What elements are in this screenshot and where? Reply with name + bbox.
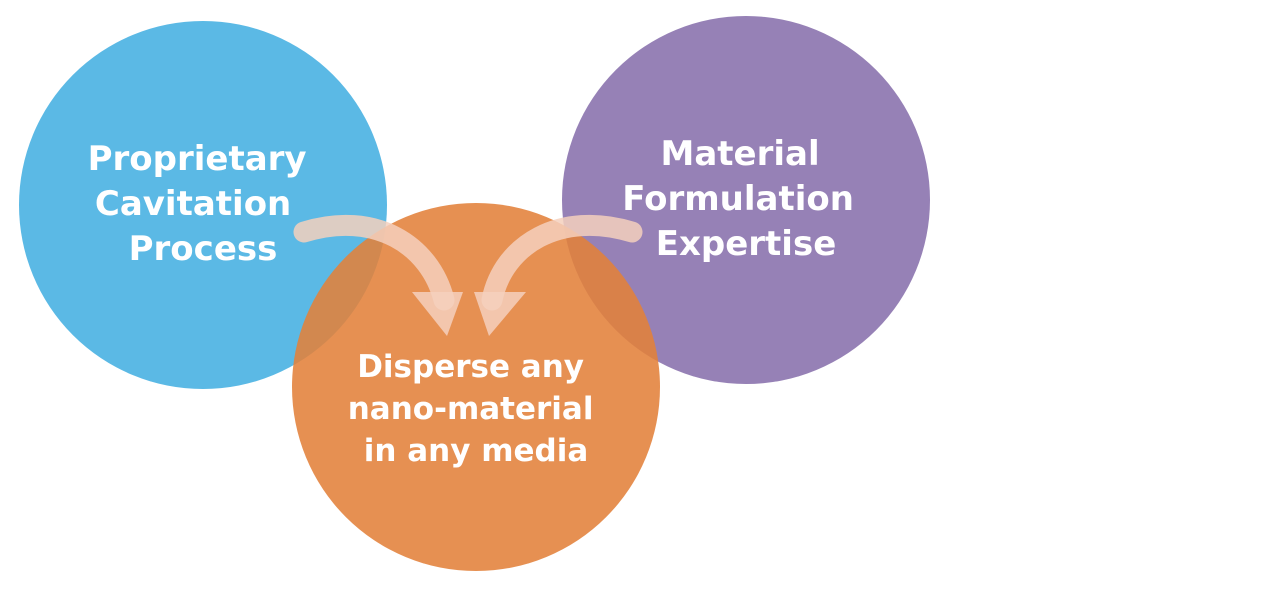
left-curved-arrow-shaft	[293, 214, 455, 311]
cavitation-label: Proprietary Cavitation Process	[88, 139, 319, 269]
result-circle	[292, 203, 660, 571]
cavitation-circle	[19, 21, 387, 389]
right-arrow-head	[474, 292, 526, 336]
result-label-line-2: nano-material	[348, 391, 594, 427]
result-label: Disperse any nano-material in any media	[348, 349, 605, 469]
formulation-circle	[562, 16, 930, 384]
arrows	[293, 214, 643, 336]
formulation-label-line-3: Expertise	[656, 224, 837, 264]
result-label-line-1: Disperse any	[357, 349, 584, 385]
cavitation-label-line-3: Process	[129, 229, 278, 269]
result-label-line-3: in any media	[364, 433, 589, 469]
formulation-label-line-2: Formulation	[622, 179, 854, 219]
right-curved-arrow-shaft	[481, 214, 643, 311]
cavitation-label-line-1: Proprietary	[88, 139, 307, 179]
formulation-label-line-1: Material	[661, 134, 820, 174]
formulation-label: Material Formulation Expertise	[622, 134, 866, 264]
cavitation-label-line-2: Cavitation	[95, 184, 291, 224]
left-arrow-head	[412, 292, 463, 336]
